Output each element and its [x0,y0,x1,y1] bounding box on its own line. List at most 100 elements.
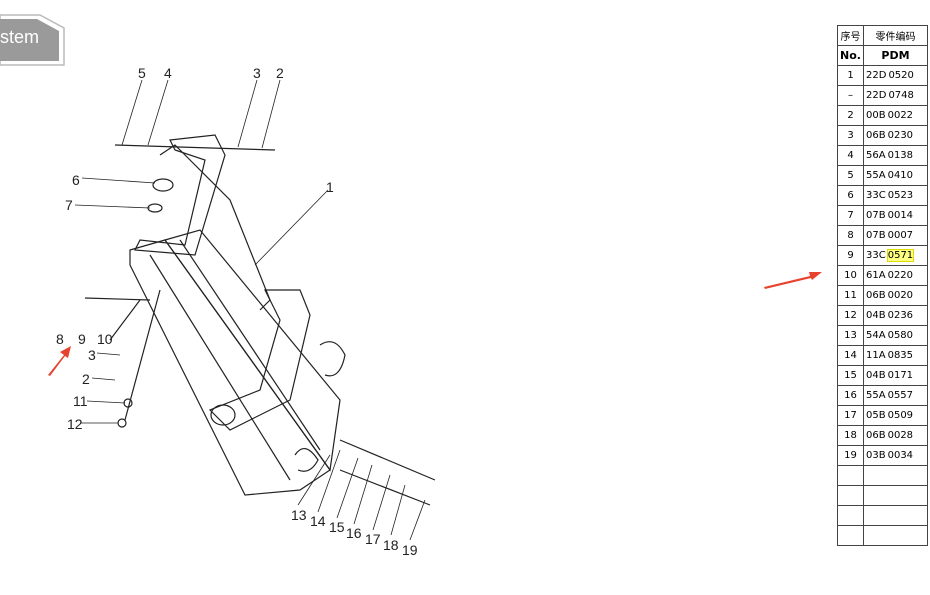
header-no: No. [837,45,864,66]
pdm-prefix: 06B [866,130,886,141]
pdm-number: 0580 [887,330,914,341]
header-pdm: PDM [863,45,928,66]
callout-label: 2 [276,65,284,81]
pdm-number: 0028 [887,430,914,441]
pdm-prefix: 06B [866,290,886,301]
pdm-prefix: 04B [866,370,886,381]
pdm-number: 0171 [887,370,914,381]
pdm-prefix: 33C [866,250,886,261]
callout-label: 3 [88,347,96,363]
row-pdm [863,485,928,506]
row-no: 2 [837,105,864,126]
system-tab-button[interactable] [0,14,65,66]
pdm-prefix: 22D [866,90,887,101]
table-row [837,465,928,486]
pdm-number: 0230 [887,130,914,141]
row-no [837,505,864,526]
pdm-prefix: 04B [866,310,886,321]
pdm-number: 0236 [887,310,914,321]
row-pdm [863,505,928,526]
pdm-number: 0034 [887,450,914,461]
row-no [837,465,864,486]
pdm-prefix: 03B [866,450,886,461]
row-no [837,485,864,506]
row-no: 11 [837,285,864,306]
system-tab-label: stem [0,27,40,47]
pdm-prefix: 55A [866,170,886,181]
callout-label: 3 [253,65,261,81]
row-no: – [837,85,864,106]
row-no: 15 [837,365,864,386]
pdm-number: 0571 [886,249,915,262]
row-no: 6 [837,185,864,206]
row-pdm [863,465,928,486]
header-no-cn: 序号 [837,25,864,46]
callout-label: 14 [310,513,326,529]
callout-label: 12 [67,416,83,432]
row-no: 10 [837,265,864,286]
callout-label: 15 [329,519,345,535]
pdm-prefix: 07B [866,230,886,241]
row-no: 19 [837,445,864,466]
pdm-number: 0748 [888,90,914,101]
pdm-prefix: 55A [866,390,886,401]
row-pdm [863,525,928,546]
parts-exploded-diagram: 5 4 3 2 1 6 7 8 9 10 3 2 11 12 13 14 15 … [48,65,822,558]
pdm-prefix: 56A [866,150,886,161]
row-no: 1 [837,65,864,86]
pdm-number: 0520 [888,70,914,81]
callout-label: 6 [72,172,80,188]
pdm-prefix: 06B [866,430,886,441]
row-no: 3 [837,125,864,146]
callout-label: 8 [56,331,64,347]
callout-label: 9 [78,331,86,347]
pdm-prefix: 54A [866,330,886,341]
pdm-prefix: 05B [866,410,886,421]
row-no: 8 [837,225,864,246]
pdm-prefix: 61A [866,270,886,281]
callout-label: 4 [164,65,172,81]
pdm-number: 0014 [887,210,914,221]
row-no: 12 [837,305,864,326]
red-arrow-icon [48,272,822,376]
pdm-prefix: 00B [866,110,886,121]
pdm-number: 0523 [887,190,914,201]
table-row [837,505,928,526]
table-row [837,525,928,546]
callout-label: 5 [138,65,146,81]
pdm-number: 0220 [887,270,914,281]
pdm-number: 0557 [887,390,914,401]
